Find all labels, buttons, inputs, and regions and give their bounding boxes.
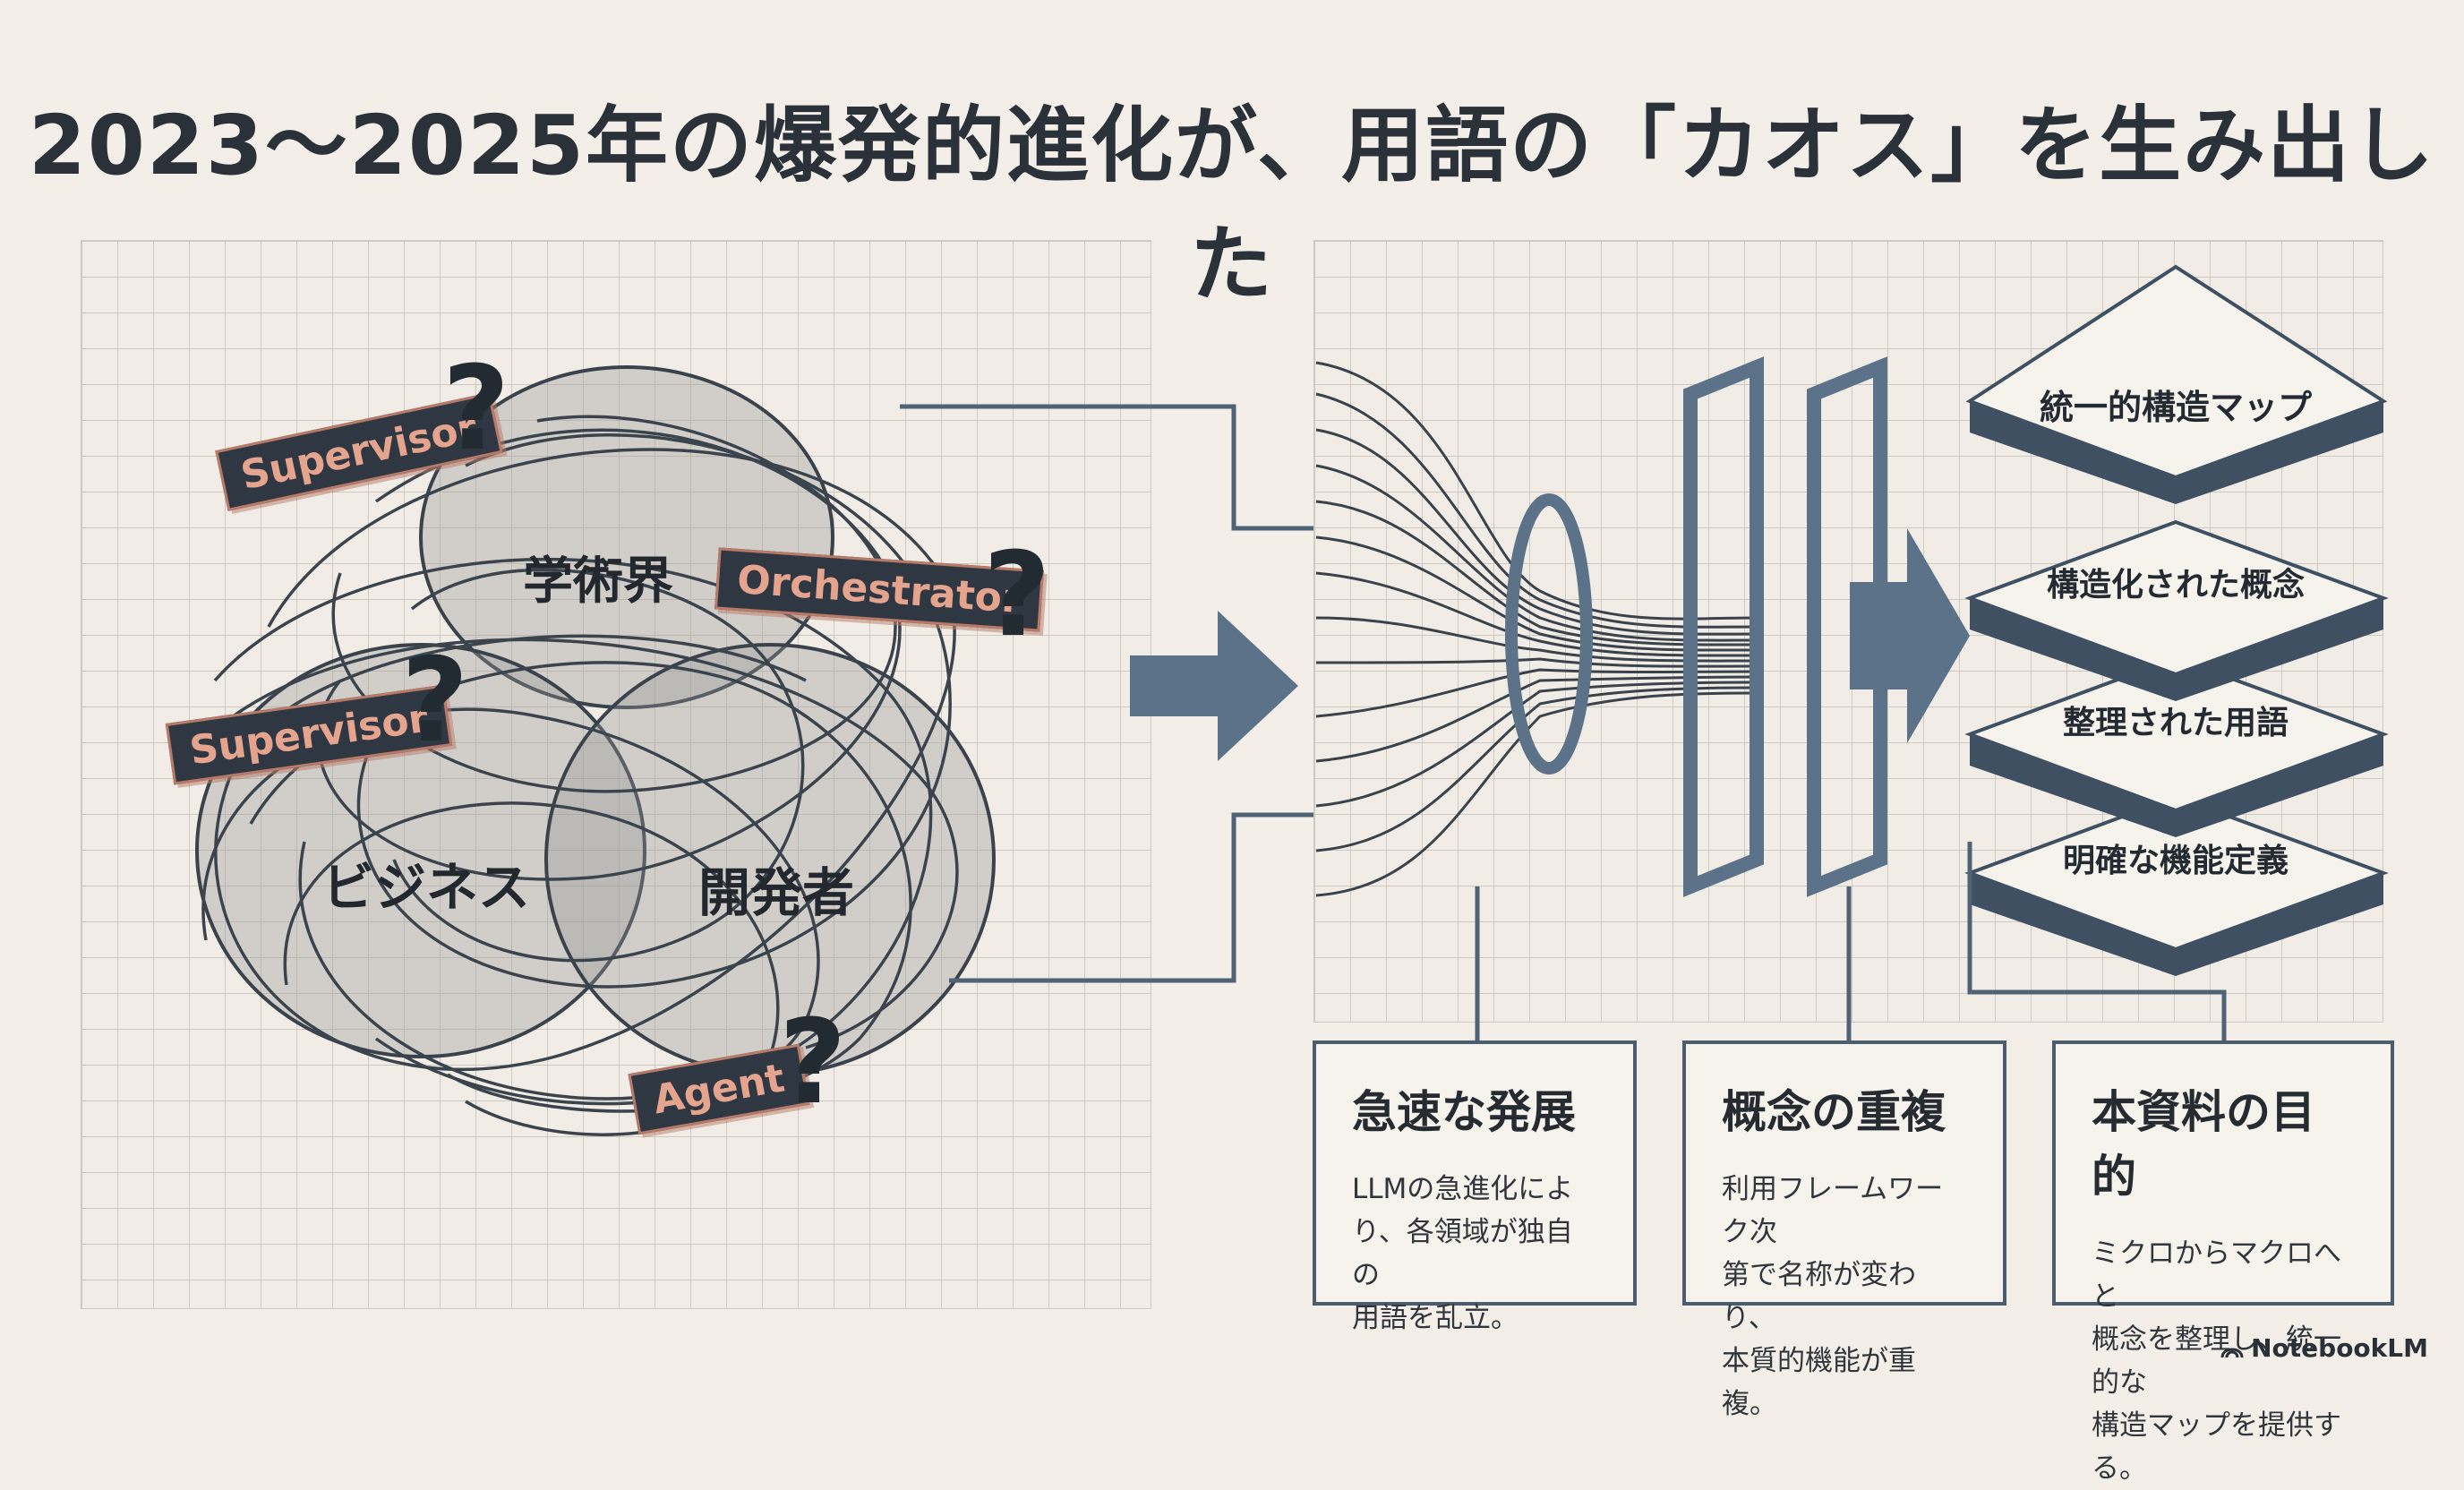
question-mark-icon: ? [401, 632, 469, 768]
layer-label-clear-definitions: 明確な機能定義 [2062, 843, 2289, 879]
info-box-title: 急速な発展 [1352, 1086, 1576, 1138]
layer-label-organized-terms: 整理された用語 [2062, 705, 2289, 741]
info-box-concept-overlap: 概念の重複 利用フレームワーク次 第で名称が変わり、 本質的機能が重複。 [1682, 1040, 2006, 1420]
question-mark-icon: ? [779, 994, 847, 1130]
info-box-text-line: 概念を整理し、統一的な [2092, 1323, 2341, 1399]
connector-top [900, 404, 1313, 531]
domain-label-business: ビジネス [322, 857, 531, 918]
domain-label-developers: 開発者 [698, 862, 855, 923]
info-box-rapid-development: 急速な発展 LLMの急進化によ り、各領域が独自の 用語を乱立。 [1313, 1040, 1637, 1334]
funnel-ring [1505, 493, 1593, 775]
info-box-text-line: り、各領域が独自の [1352, 1216, 1573, 1291]
domain-label-academia: 学術界 [523, 552, 673, 611]
question-mark-icon: ? [442, 340, 510, 476]
info-box-text-line: 第で名称が変わり、 [1722, 1259, 1916, 1334]
connector-bottom [949, 812, 1313, 983]
layer-stack [1964, 264, 2389, 976]
layer-label-unified-map: 統一的構造マップ [2039, 388, 2312, 427]
page-title: 2023〜2025年の爆発的進化が、用語の「カオス」を生み出した [28, 98, 2436, 313]
info-box-text-line: 構造マップを提供する。 [2092, 1409, 2341, 1485]
output-arrow [1850, 528, 1970, 743]
brand-name: NotebookLM [2251, 1333, 2428, 1363]
info-box-text-line: 本質的機能が重複。 [1722, 1345, 1916, 1420]
notebooklm-logo-icon [2220, 1348, 2244, 1358]
info-box-text-line: ミクロからマクロへと [2092, 1237, 2341, 1313]
info-box-title: 概念の重複 [1722, 1086, 1946, 1138]
info-box-text-line: 利用フレームワーク次 [1722, 1173, 1944, 1248]
brand-watermark: NotebookLM [2220, 1333, 2428, 1363]
info-box-text-line: LLMの急進化によ [1352, 1173, 1574, 1205]
info-box-purpose: 本資料の目的 ミクロからマクロへと 概念を整理し、統一的な 構造マップを提供する… [2052, 1040, 2394, 1485]
layer-label-structured-concepts: 構造化された概念 [2046, 567, 2305, 604]
info-box-text-line: 用語を乱立。 [1352, 1302, 1519, 1334]
filter-frames [1683, 356, 1887, 897]
box-connector-3 [1967, 842, 2227, 1040]
info-box-title: 本資料の目的 [2092, 1086, 2315, 1203]
transition-arrow [1130, 611, 1298, 761]
question-mark-icon: ? [983, 527, 1051, 663]
